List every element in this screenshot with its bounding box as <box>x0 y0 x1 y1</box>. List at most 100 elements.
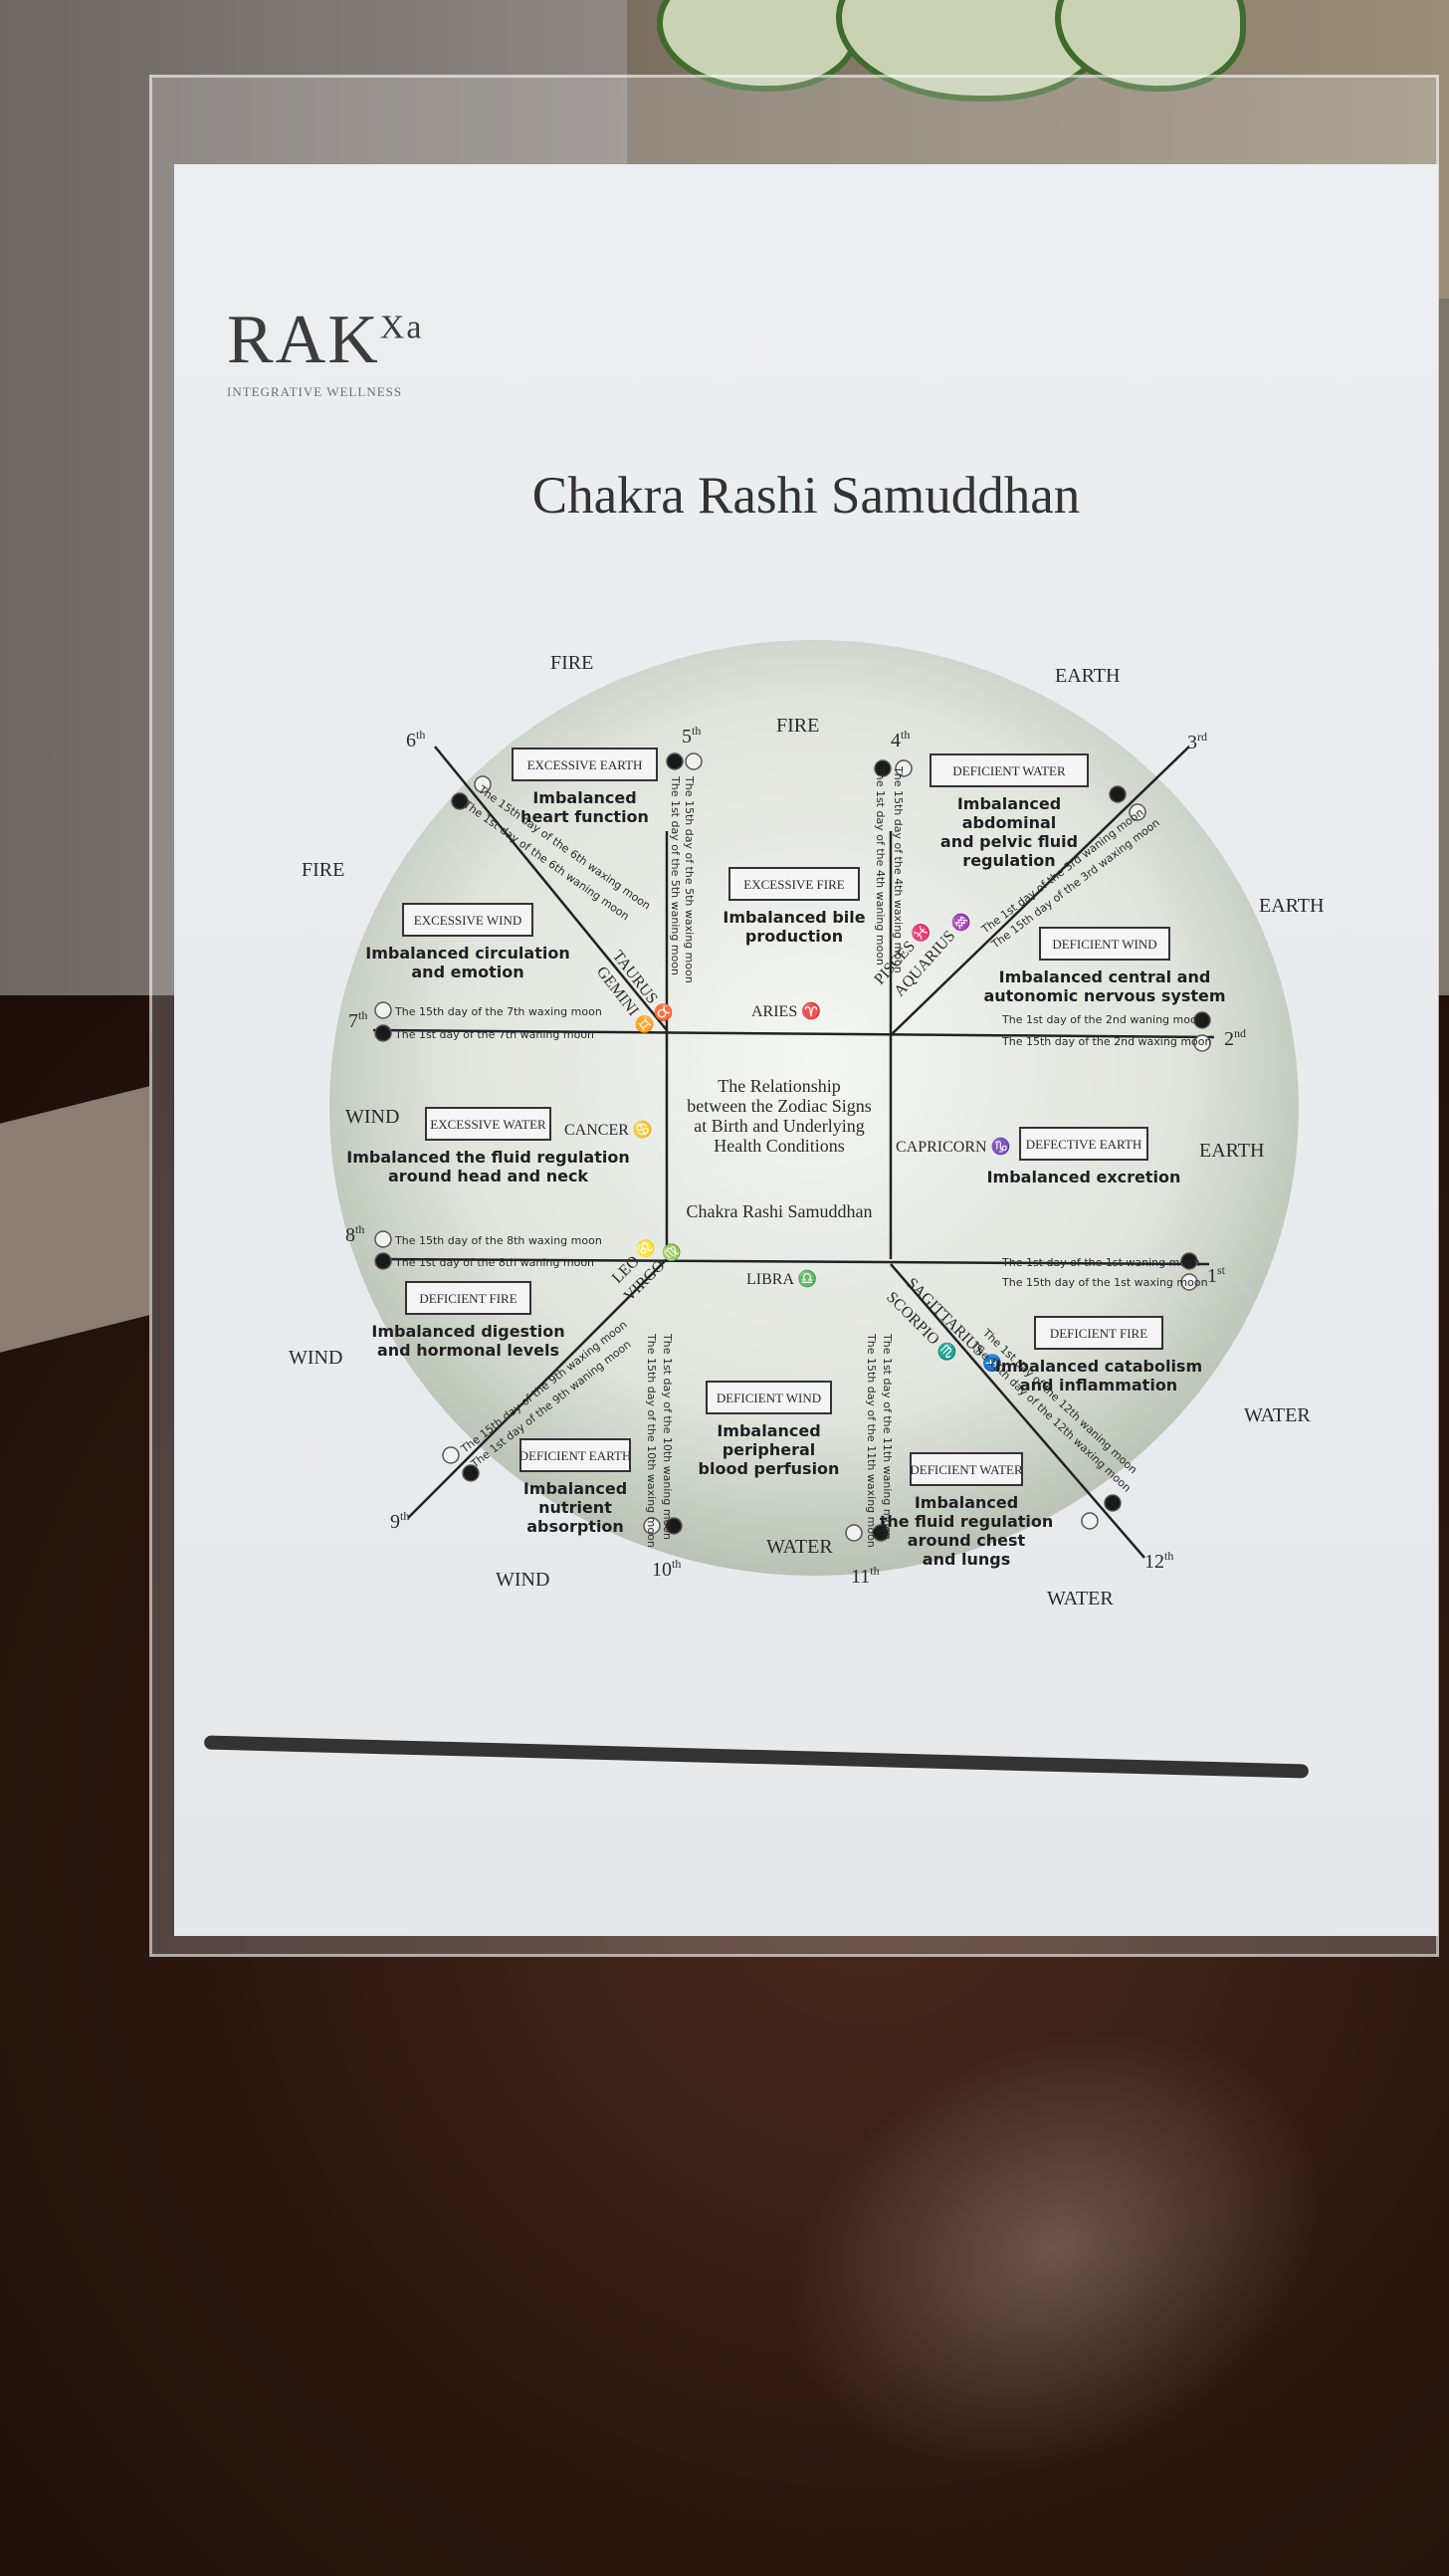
chakra-rashi-diagram: FIREEARTHFIREEARTHWINDWATERWINDWATERFIRE… <box>289 640 1324 1610</box>
moon-dot-m5a <box>685 752 703 770</box>
moon-dot-m9b <box>462 1464 480 1482</box>
moon-dot-m1a <box>1180 1252 1198 1270</box>
element-label-wind-1: WIND <box>289 1347 342 1369</box>
house-number-6: 6th <box>406 728 425 751</box>
center-line-1: between the Zodiac Signs <box>687 1096 871 1116</box>
background-board <box>0 1086 149 1353</box>
condition-text-deficient-wind-bottom: peripheral <box>723 1440 816 1459</box>
page-title: Chakra Rashi Samuddhan <box>531 467 1081 525</box>
condition-tag-deficient-fire-left: DEFICIENT FIRE <box>419 1291 517 1306</box>
condition-text-deficient-earth: absorption <box>526 1517 624 1536</box>
house-number-12: 12th <box>1144 1549 1173 1573</box>
house-number-9: 9th <box>390 1509 409 1533</box>
condition-text-deficient-earth: nutrient <box>538 1498 612 1517</box>
condition-text-deficient-wind-bottom: blood perfusion <box>699 1459 840 1478</box>
condition-text-deficient-water-top: abdominal <box>962 813 1057 832</box>
moon-label-m5b: The 1st day of the 5th waning moon <box>669 775 682 975</box>
axis-upper-horizontal <box>372 1028 1215 1039</box>
moon-dot-m5b <box>666 752 684 770</box>
condition-tag-box-excessive-fire <box>728 867 860 901</box>
condition-text-excessive-earth: heart function <box>520 807 649 826</box>
condition-tag-box-excessive-earth <box>512 748 658 781</box>
moon-label-m8a: The 15th day of the 8th waxing moon <box>394 1234 602 1247</box>
moon-dot-m8b <box>374 1252 392 1270</box>
condition-text-deficient-water-bottom: Imbalanced <box>915 1493 1018 1512</box>
condition-tag-defective-earth: DEFECTIVE EARTH <box>1026 1137 1142 1152</box>
moon-dot-m7a <box>374 1001 392 1019</box>
center-caption: Chakra Rashi Samuddhan <box>687 1201 873 1221</box>
condition-text-excessive-water: Imbalanced the fluid regulation <box>346 1148 630 1167</box>
moon-dot-m9a <box>442 1446 460 1464</box>
moon-dot-m3b <box>1129 803 1146 821</box>
condition-text-excessive-water: around head and neck <box>388 1167 588 1185</box>
condition-tag-box-excessive-wind <box>402 903 533 937</box>
moon-dot-m1b <box>1180 1273 1198 1291</box>
moon-dot-m10a <box>643 1517 661 1535</box>
condition-text-deficient-wind-bottom: Imbalanced <box>717 1421 820 1440</box>
moon-label-m4a: The 1st day of the 4th waning moon <box>874 765 887 966</box>
element-label-earth-right: EARTH <box>1199 1140 1264 1162</box>
moon-dot-m11a <box>845 1524 863 1542</box>
moon-label-m10b: The 1st day of the 10th waning moon <box>661 1333 674 1540</box>
moon-dot-m12b <box>1081 1512 1099 1530</box>
moon-label-m5a: The 15th day of the 5th waxing moon <box>683 775 696 983</box>
element-label-wind-2: WIND <box>496 1569 549 1591</box>
condition-text-deficient-water-bottom: around chest <box>908 1531 1026 1550</box>
moon-label-m2a: The 1st day of the 2nd waning moon <box>1001 1013 1204 1026</box>
element-label-earth-2: EARTH <box>1259 895 1324 917</box>
condition-tag-box-deficient-wind-right <box>1039 927 1170 961</box>
condition-tag-excessive-water: EXCESSIVE WATER <box>430 1117 546 1132</box>
condition-text-deficient-fire-left: and hormonal levels <box>377 1341 559 1360</box>
moon-dot-m6b <box>451 792 469 810</box>
element-label-water-2: WATER <box>1047 1588 1114 1610</box>
condition-text-defective-earth: Imbalanced excretion <box>987 1168 1181 1186</box>
brand-tagline: INTEGRATIVE WELLNESS <box>227 384 403 399</box>
condition-tag-deficient-wind-bottom: DEFICIENT WIND <box>717 1391 821 1405</box>
moon-dot-m10b <box>665 1517 683 1535</box>
moon-label-m11b: The 1st day of the 11th waning moon <box>881 1333 894 1540</box>
brand-logo: RAKXa <box>227 302 424 378</box>
condition-tag-box-deficient-water-top <box>930 753 1089 787</box>
condition-text-deficient-water-bottom: and lungs <box>923 1550 1010 1569</box>
sign-capricorn: CAPRICORN ♑ <box>896 1137 1011 1156</box>
diagonal-upper-right <box>890 746 1190 1036</box>
diagonal-lower-right <box>890 1263 1145 1559</box>
plant-leaves <box>637 0 1246 109</box>
sign-cancer: CANCER ♋ <box>564 1120 653 1139</box>
condition-tag-excessive-fire: EXCESSIVE FIRE <box>743 877 845 892</box>
moon-dot-m2a <box>1193 1011 1211 1029</box>
condition-tag-box-deficient-fire-right <box>1034 1316 1163 1350</box>
center-line-3: Health Conditions <box>714 1136 845 1156</box>
condition-text-deficient-fire-right: Imbalanced catabolism <box>995 1357 1202 1376</box>
condition-text-deficient-fire-right: and inflammation <box>1020 1376 1177 1395</box>
moon-dot-m12a <box>1104 1494 1122 1512</box>
moon-label-m7a: The 15th day of the 7th waxing moon <box>394 1005 602 1018</box>
moon-dot-m4b <box>895 759 913 777</box>
element-label-fire-2: FIRE <box>302 859 344 881</box>
condition-text-excessive-wind: and emotion <box>411 963 523 981</box>
condition-tag-deficient-water-top: DEFICIENT WATER <box>952 763 1066 778</box>
moon-label-m1b: The 15th day of the 1st waxing moon <box>1001 1276 1208 1289</box>
element-label-water-1: WATER <box>1244 1404 1311 1426</box>
condition-tag-box-excessive-water <box>425 1107 551 1141</box>
moon-label-m1a: The 1st day of the 1st waning moon <box>1001 1256 1200 1269</box>
moon-label-m2b: The 15th day of the 2nd waxing moon <box>1001 1035 1211 1048</box>
center-line-2: at Birth and Underlying <box>694 1116 864 1136</box>
moon-label-m10a: The 15th day of the 10th waxing moon <box>645 1333 658 1548</box>
condition-tag-box-deficient-wind-bottom <box>706 1381 832 1414</box>
condition-tag-box-deficient-water-bottom <box>910 1452 1023 1486</box>
moon-label-m8b: The 1st day of the 8th waning moon <box>394 1256 594 1269</box>
moon-dot-m11b <box>872 1524 890 1542</box>
moon-dot-m7b <box>374 1024 392 1042</box>
condition-tag-box-deficient-earth <box>519 1438 631 1472</box>
condition-text-deficient-wind-right: autonomic nervous system <box>983 986 1225 1005</box>
condition-tag-deficient-wind-right: DEFICIENT WIND <box>1052 937 1156 952</box>
condition-tag-deficient-water-bottom: DEFICIENT WATER <box>910 1462 1023 1477</box>
moon-label-m7b: The 1st day of the 7th waning moon <box>394 1028 594 1041</box>
center-line-0: The Relationship <box>718 1076 840 1096</box>
condition-text-deficient-water-top: and pelvic fluid <box>940 832 1078 851</box>
moon-dot-m8a <box>374 1230 392 1248</box>
sign-aries: ARIES ♈ <box>751 1001 821 1020</box>
diagonal-lower-left <box>407 1258 668 1519</box>
condition-tag-deficient-earth: DEFICIENT EARTH <box>519 1448 632 1463</box>
